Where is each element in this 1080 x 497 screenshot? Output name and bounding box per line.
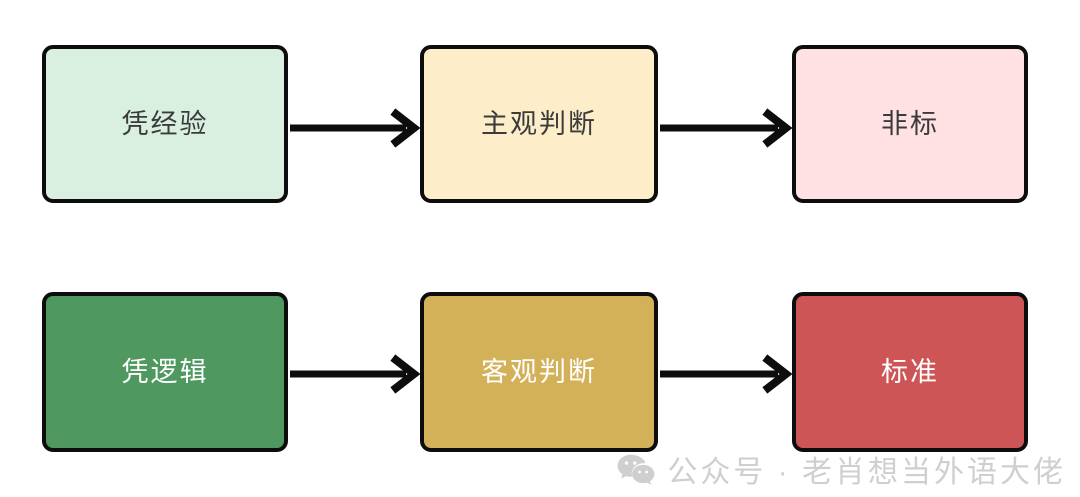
arrow-experience-to-subjective xyxy=(290,108,421,148)
watermark-text: 公众号 · 老肖想当外语大佬 xyxy=(667,456,1066,489)
arrow-objective-to-standard xyxy=(660,354,793,394)
node-objective-judgment[interactable]: 客观判断 xyxy=(420,292,658,452)
node-standard[interactable]: 标准 xyxy=(792,292,1028,452)
arrow-logic-to-objective xyxy=(290,354,421,394)
wechat-icon xyxy=(617,454,655,485)
node-subjective-judgment-label: 主观判断 xyxy=(481,108,597,139)
node-subjective-judgment[interactable]: 主观判断 xyxy=(420,45,658,203)
node-logic[interactable]: 凭逻辑 xyxy=(42,292,288,452)
watermark: 公众号 · 老肖想当外语大佬 xyxy=(617,447,1066,491)
arrow-subjective-to-nonstandard xyxy=(660,108,793,148)
node-non-standard-label: 非标 xyxy=(881,108,939,139)
node-logic-label: 凭逻辑 xyxy=(121,356,209,387)
node-experience-label: 凭经验 xyxy=(121,108,209,139)
node-objective-judgment-label: 客观判断 xyxy=(481,356,597,387)
node-non-standard[interactable]: 非标 xyxy=(792,45,1028,203)
node-experience[interactable]: 凭经验 xyxy=(42,45,288,203)
node-standard-label: 标准 xyxy=(881,356,939,387)
